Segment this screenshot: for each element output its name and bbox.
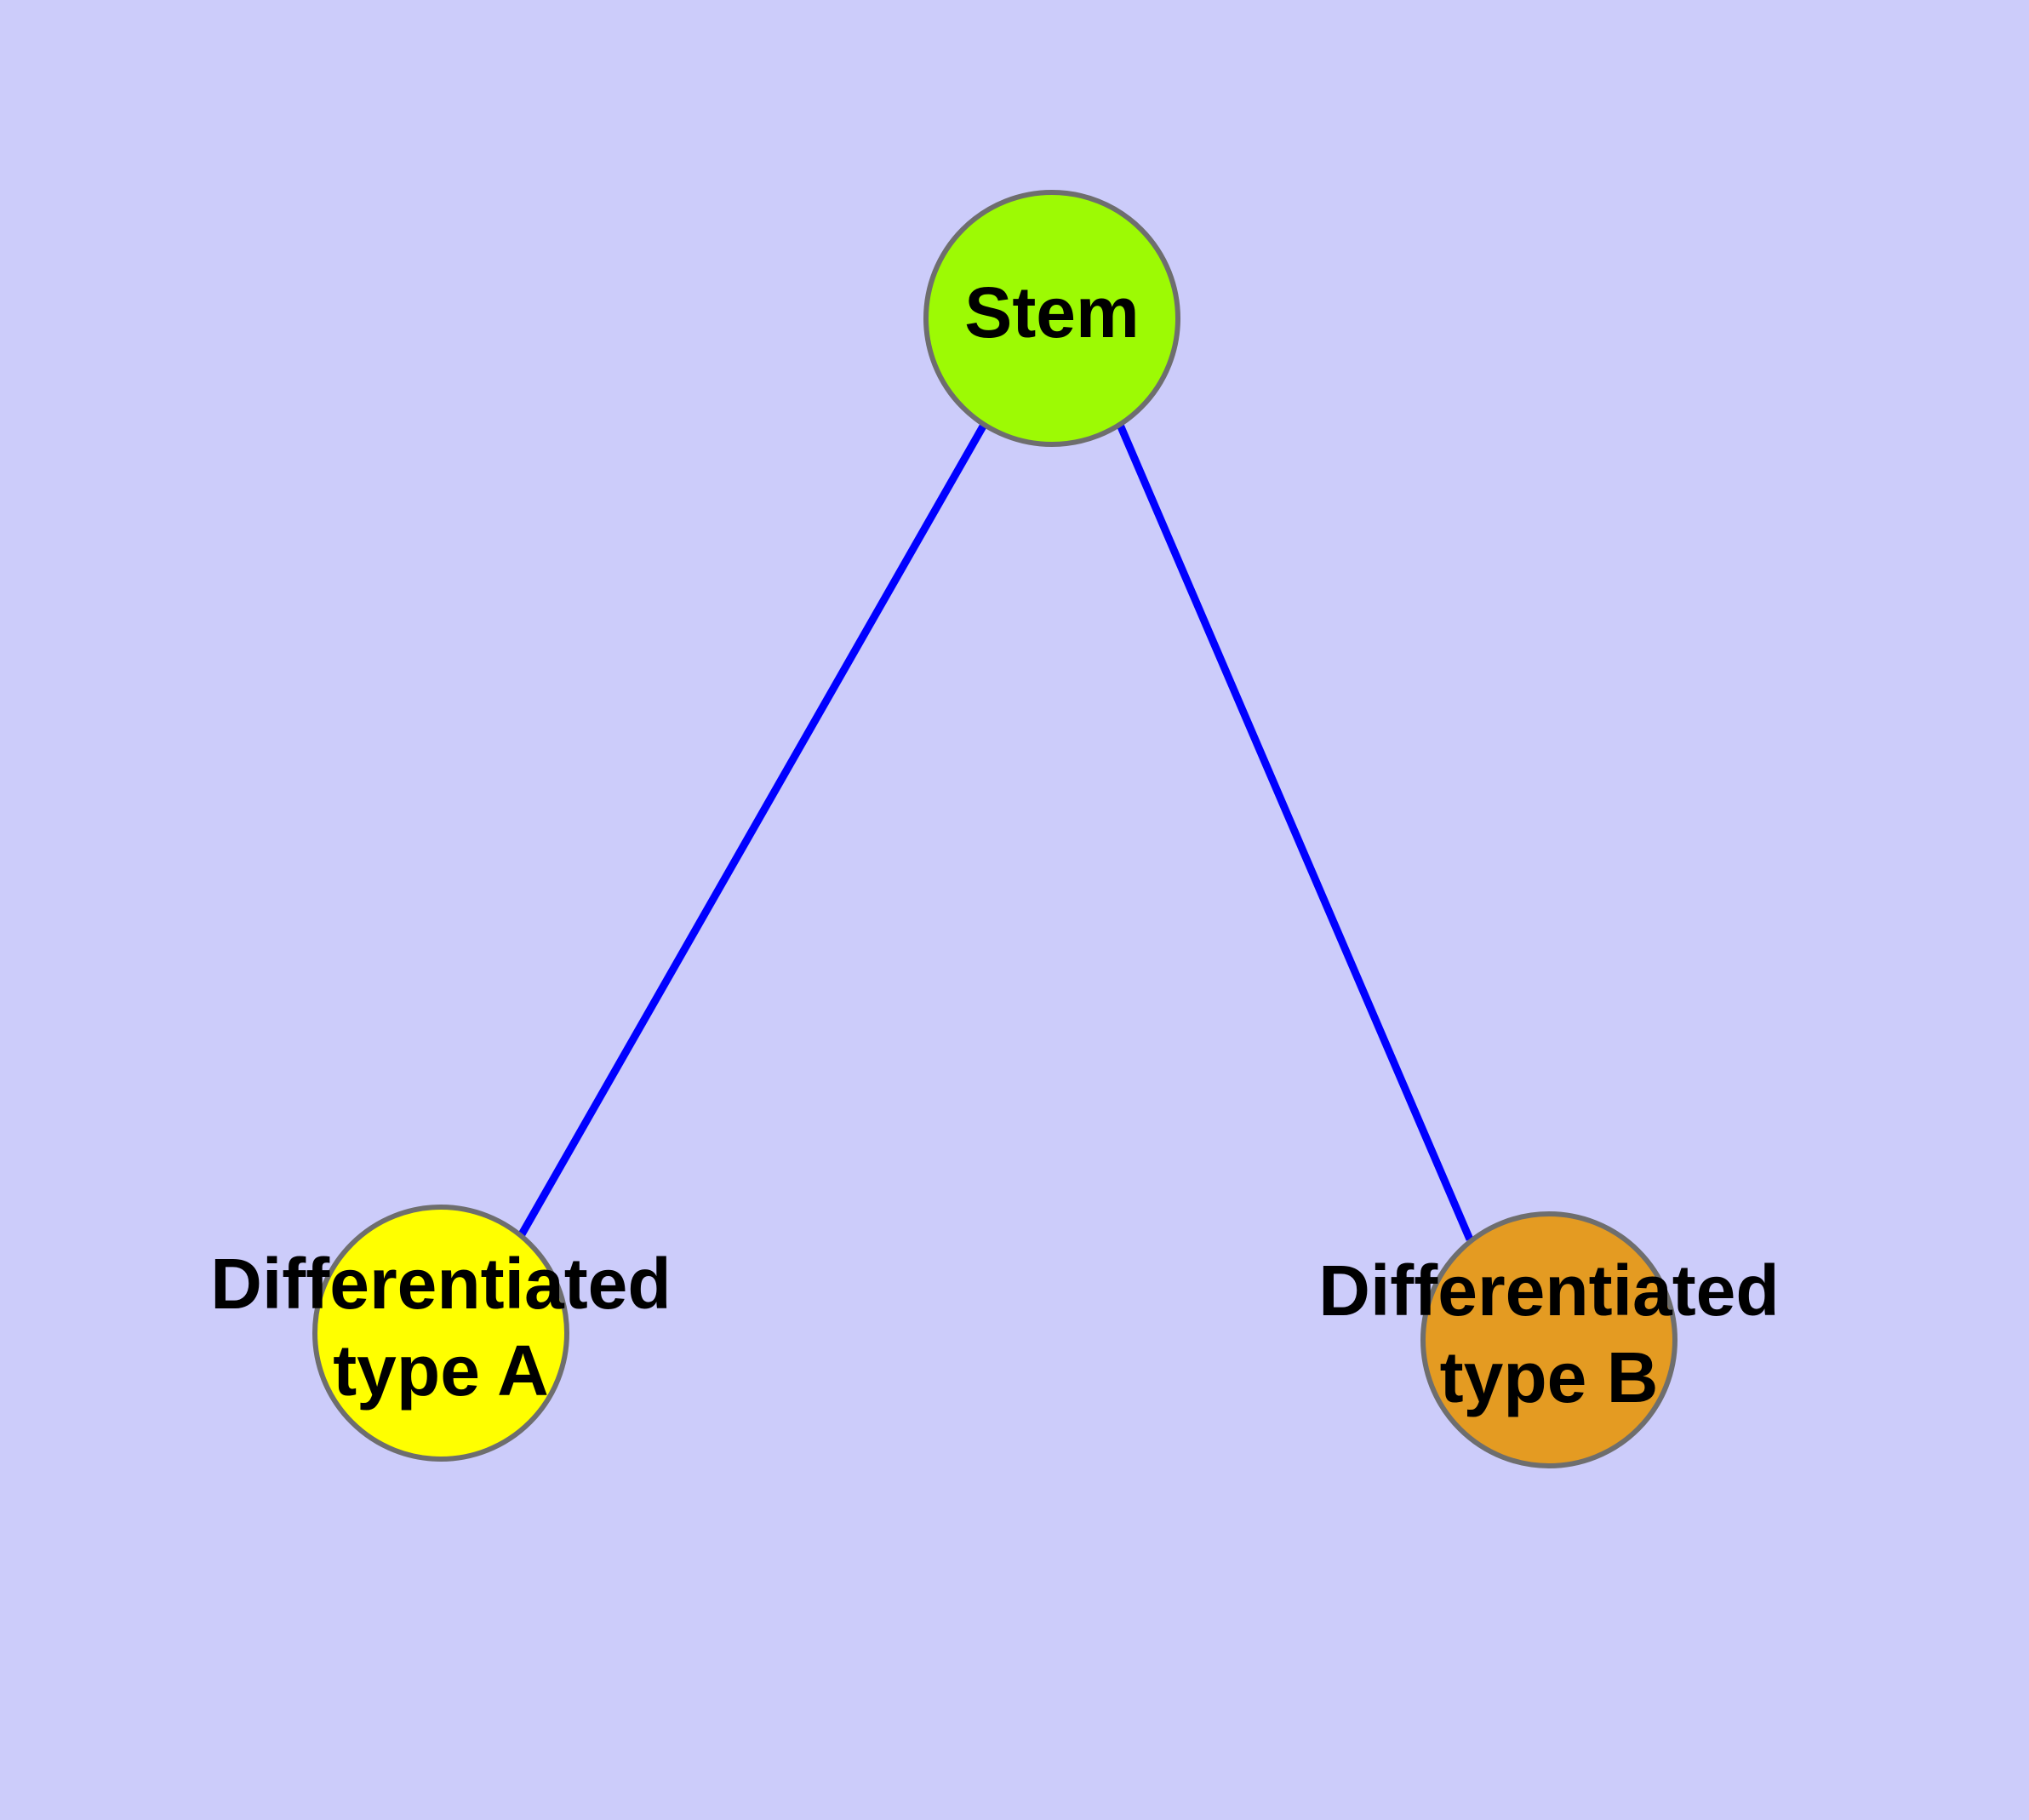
node-differentiated-type-a-circle[interactable] xyxy=(312,1205,569,1462)
node-stem-label: Stem xyxy=(964,272,1139,352)
node-label-line: Differentiated xyxy=(1318,1251,1779,1331)
node-label-line: Stem xyxy=(964,272,1139,352)
edge-stem-to-differentiated-type-a[interactable] xyxy=(518,422,987,1237)
node-label-line: type B xyxy=(1440,1337,1659,1417)
node-label-line: Differentiated xyxy=(210,1244,671,1324)
node-label-line: type A xyxy=(333,1331,549,1411)
node-stem-circle[interactable] xyxy=(923,190,1180,447)
node-layer xyxy=(312,190,1677,1468)
node-differentiated-type-b-circle[interactable] xyxy=(1420,1211,1677,1468)
edge-layer xyxy=(518,422,1474,1241)
edge-stem-to-differentiated-type-b[interactable] xyxy=(1116,423,1474,1241)
